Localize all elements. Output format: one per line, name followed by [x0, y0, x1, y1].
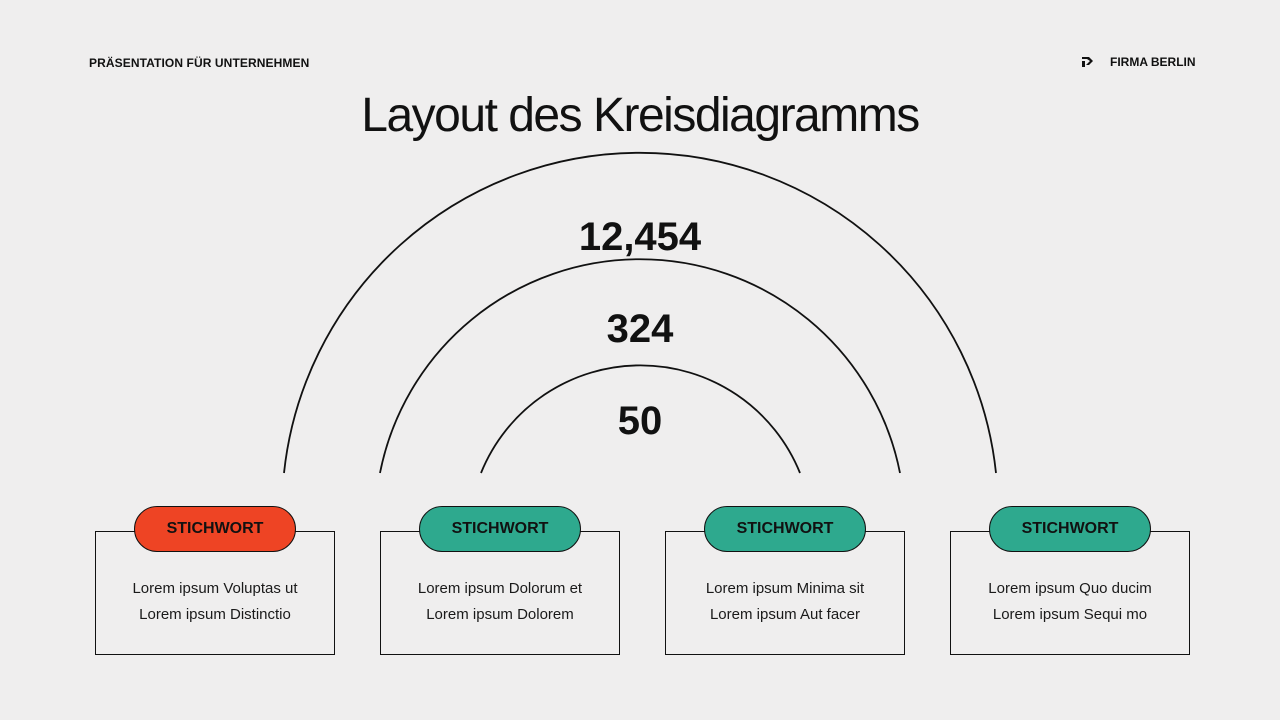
slide-title: Layout des Kreisdiagramms	[361, 89, 920, 142]
info-card-4: STICHWORT Lorem ipsum Quo ducim Lorem ip…	[950, 506, 1190, 655]
card-text-2: Lorem ipsum Dolorum et Lorem ipsum Dolor…	[381, 576, 619, 628]
info-card-3: STICHWORT Lorem ipsum Minima sit Lorem i…	[665, 506, 905, 655]
presentation-label: PRÄSENTATION FÜR UNTERNEHMEN	[89, 56, 310, 70]
brand: FIRMA BERLIN	[1080, 54, 1196, 70]
keyword-pill-1: STICHWORT	[134, 506, 296, 552]
card-3-line-2: Lorem ipsum Aut facer	[709, 606, 861, 623]
card-4-line-2: Lorem ipsum Sequi mo	[992, 606, 1148, 623]
card-1-line-1: Lorem ipsum Voluptas ut	[132, 580, 298, 597]
keyword-pill-4: STICHWORT	[989, 506, 1151, 552]
brand-name: FIRMA BERLIN	[1110, 55, 1196, 69]
card-1-line-2: Lorem ipsum Distinctio	[139, 606, 291, 623]
middle-arc-value: 324	[606, 307, 674, 351]
card-text-3: Lorem ipsum Minima sit Lorem ipsum Aut f…	[666, 576, 904, 628]
card-2-line-2: Lorem ipsum Dolorem	[426, 606, 574, 623]
info-card-2: STICHWORT Lorem ipsum Dolorum et Lorem i…	[380, 506, 620, 655]
outer-arc-value: 12,454	[578, 215, 702, 259]
card-3-line-1: Lorem ipsum Minima sit	[705, 580, 865, 597]
card-text-1: Lorem ipsum Voluptas ut Lorem ipsum Dist…	[96, 576, 334, 628]
keyword-pill-2: STICHWORT	[419, 506, 581, 552]
inner-arc	[480, 364, 801, 474]
keyword-pill-3: STICHWORT	[704, 506, 866, 552]
outer-arc	[283, 151, 997, 474]
card-2-line-1: Lorem ipsum Dolorum et	[417, 580, 583, 597]
middle-arc	[379, 258, 901, 474]
card-4-line-1: Lorem ipsum Quo ducim	[988, 580, 1152, 597]
arrow-logo-icon	[1082, 57, 1093, 67]
card-text-4: Lorem ipsum Quo ducim Lorem ipsum Sequi …	[951, 576, 1189, 628]
info-card-1: STICHWORT Lorem ipsum Voluptas ut Lorem …	[95, 506, 335, 655]
inner-arc-value: 50	[617, 399, 663, 443]
